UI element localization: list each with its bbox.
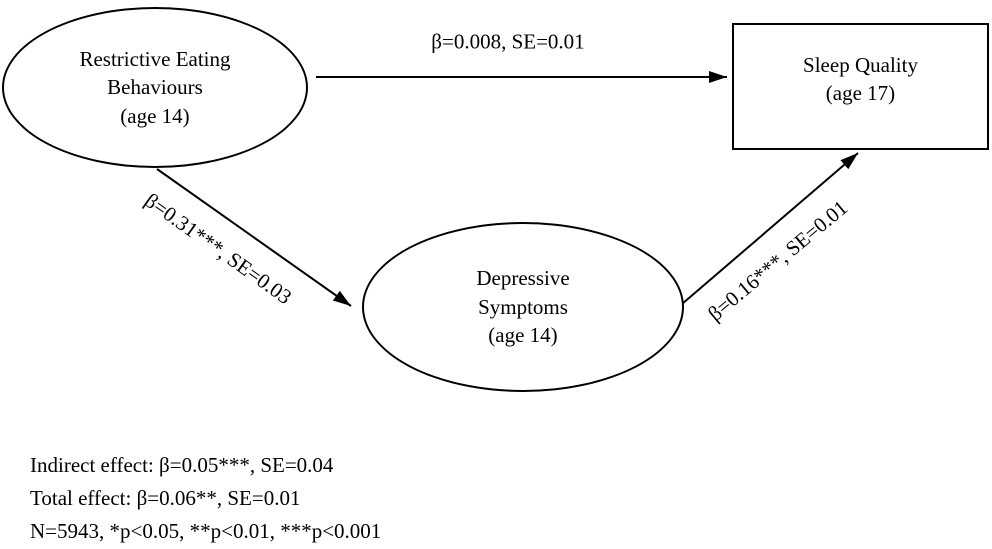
path-b-coefficient-label: β=0.16***, SE=0.01 [703,195,853,326]
total-effect-note: Total effect: β=0.06**, SE=0.01 [30,486,301,510]
node-depressive-symptoms-age: (age 14) [488,323,558,348]
node-restrictive-eating-label: Restrictive Eating Behaviours [79,46,231,100]
sample-significance-note: N=5943, *p<0.05, **p<0.01, ***p<0.001 [30,519,382,543]
node-sleep-quality-age: (age 17) [825,81,896,106]
node-depressive-symptoms-label: Depressive Symptoms [476,266,570,319]
node-restrictive-eating-age: (age 14) [120,103,190,128]
indirect-effect-note: Indirect effect: β=0.05***, SE=0.04 [30,453,334,477]
node-depressive-symptoms: Depressive Symptoms (age 14) [362,222,684,392]
node-restrictive-eating: Restrictive Eating Behaviours (age 14) [2,7,308,168]
node-sleep-quality: Sleep Quality (age 17) [732,23,989,150]
node-sleep-quality-label: Sleep Quality [803,53,918,77]
footnotes: Indirect effect: β=0.05***, SE=0.04 Tota… [30,449,381,548]
direct-path-coefficient-label: β=0.008, SE=0.01 [431,29,585,54]
path-a-coefficient-label: β=0.31***, SE=0.03 [140,188,297,309]
